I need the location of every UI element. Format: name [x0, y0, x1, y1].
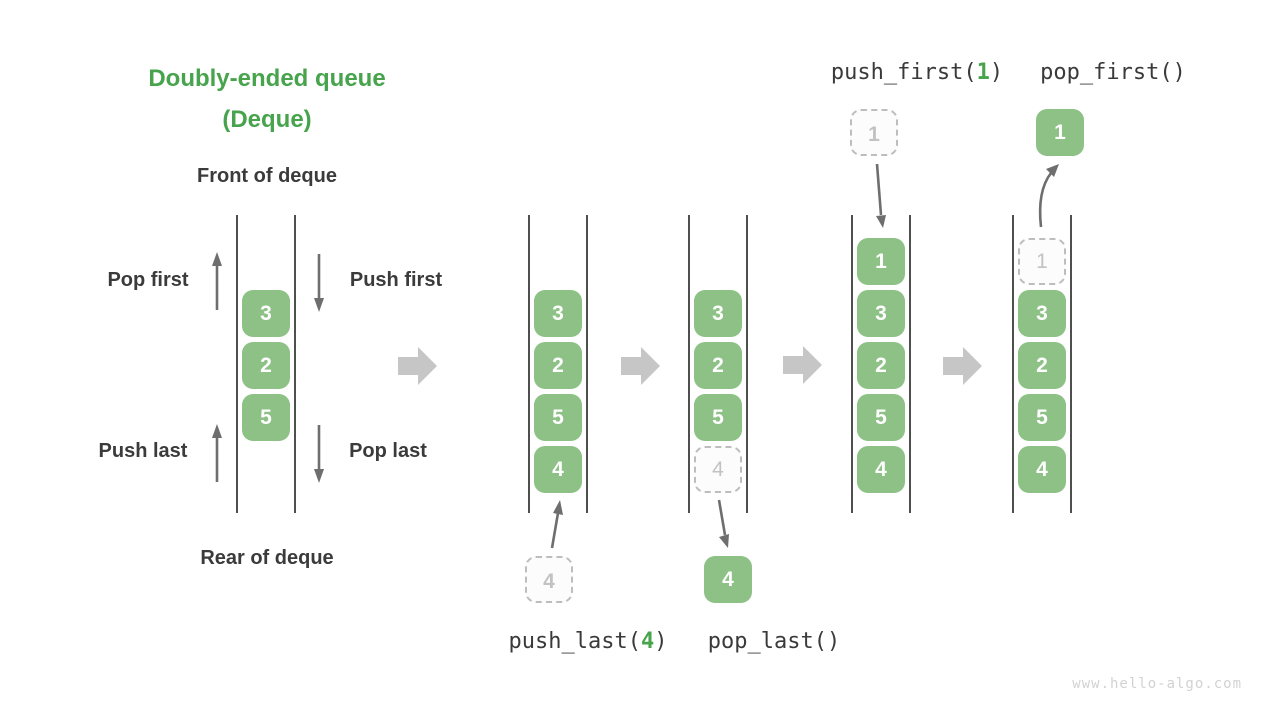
push-last-code-suffix: ) — [654, 629, 668, 654]
transition-arrow-1 — [398, 347, 437, 385]
push-first-code-prefix: push_first( — [830, 60, 977, 85]
push-last-code-arg: 4 — [640, 629, 655, 654]
diagram-title-line1: Doubly-ended queue — [148, 65, 386, 92]
deque-cell: 2 — [694, 342, 742, 389]
deque-ghost-cell: 1 — [1018, 238, 1066, 285]
transition-arrow-4 — [943, 347, 982, 385]
deque-cell: 4 — [1018, 446, 1066, 493]
deque-cell: 5 — [534, 394, 582, 441]
push-first-code-suffix: ) — [989, 60, 1004, 85]
deque-stage-after-push-last: 3 2 5 4 — [528, 215, 588, 513]
deque-stage-initial: 3 2 5 — [236, 215, 296, 513]
pop-first-result-box: 1 — [1036, 109, 1084, 156]
deque-cell: 1 — [857, 238, 905, 285]
transition-arrow-2 — [621, 347, 660, 385]
watermark: www.hello-algo.com — [1072, 676, 1242, 692]
deque-stage-after-pop-last: 3 2 5 4 — [688, 215, 748, 513]
pop-last-result-box: 4 — [704, 556, 752, 603]
push-last-incoming-box: 4 — [525, 556, 573, 603]
push-first-code-label: push_first(1) — [792, 60, 1042, 85]
push-first-code-arg: 1 — [976, 60, 990, 85]
pop-last-code-label: pop_last() — [707, 629, 841, 654]
deque-cell: 2 — [534, 342, 582, 389]
deque-cell: 5 — [1018, 394, 1066, 441]
push-first-incoming-box: 1 — [850, 109, 898, 156]
transition-arrow-3 — [783, 346, 822, 384]
pop-last-label: Pop last — [349, 440, 427, 462]
deque-cell: 3 — [1018, 290, 1066, 337]
front-of-deque-label: Front of deque — [197, 165, 337, 187]
deque-cell: 5 — [694, 394, 742, 441]
push-last-code-prefix: push_last( — [508, 629, 641, 654]
deque-cell: 5 — [242, 394, 290, 441]
pop-last-arrow — [314, 425, 324, 483]
push-first-arrow — [314, 254, 324, 312]
deque-cell: 2 — [1018, 342, 1066, 389]
push-last-label: Push last — [98, 440, 188, 462]
deque-stage-after-push-first: 1 3 2 5 4 — [851, 215, 911, 513]
deque-cell: 2 — [857, 342, 905, 389]
deque-cell: 3 — [534, 290, 582, 337]
deque-cell: 2 — [242, 342, 290, 389]
deque-stage-after-pop-first: 1 3 2 5 4 — [1012, 215, 1072, 513]
rear-of-deque-label: Rear of deque — [200, 547, 334, 569]
push-first-label: Push first — [349, 269, 443, 291]
diagram-title: Doubly-ended queue (Deque) — [92, 58, 442, 140]
push-last-arrow — [212, 424, 222, 482]
pop-first-code-label: pop_first() — [1040, 60, 1186, 85]
diagram-title-line2: (Deque) — [222, 106, 312, 133]
deque-cell: 3 — [694, 290, 742, 337]
pop-first-label: Pop first — [107, 269, 189, 291]
deque-ghost-cell: 4 — [694, 446, 742, 493]
deque-cell: 3 — [242, 290, 290, 337]
deque-cell: 4 — [534, 446, 582, 493]
deque-cell: 3 — [857, 290, 905, 337]
deque-cell: 4 — [857, 446, 905, 493]
pop-first-arrow — [212, 252, 222, 310]
push-last-code-label: push_last(4) — [463, 629, 713, 654]
deque-cell: 5 — [857, 394, 905, 441]
